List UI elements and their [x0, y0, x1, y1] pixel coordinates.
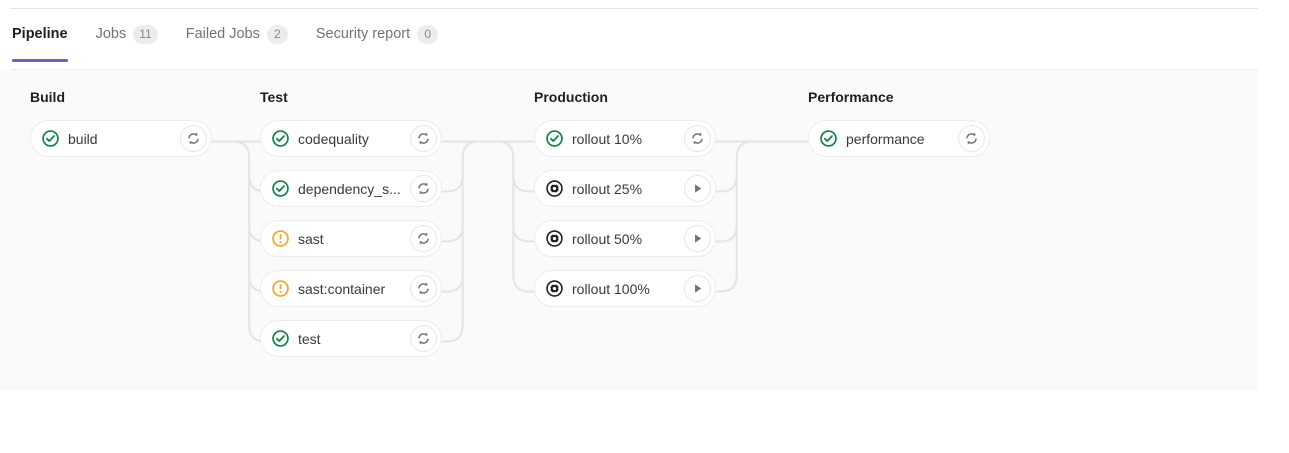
job-name: rollout 50% — [572, 230, 643, 247]
job-card[interactable]: codequality — [260, 120, 442, 157]
job-card[interactable]: build — [30, 120, 212, 157]
tab-label: Security report — [315, 26, 411, 42]
retry-icon — [418, 232, 429, 245]
job-card[interactable]: sast — [260, 220, 442, 257]
job-name: build — [68, 130, 98, 147]
stage-title: Performance — [808, 89, 894, 105]
job-name: test — [298, 330, 321, 347]
job-card[interactable]: performance — [808, 120, 990, 157]
job-card[interactable]: dependency_s... — [260, 170, 442, 207]
tab-badge-count: 11 — [133, 24, 158, 44]
status-success-icon — [546, 130, 563, 147]
status-success-icon — [272, 130, 289, 147]
job-card[interactable]: test — [260, 320, 442, 357]
tab-security-report[interactable]: Security report 0 — [302, 22, 452, 60]
retry-icon — [966, 132, 977, 145]
stage-build: Build build — [30, 88, 310, 157]
pipeline-graph-panel: Build build Test codequality dependency_s...… — [0, 70, 1258, 390]
job-play-button[interactable] — [684, 275, 711, 302]
job-name: rollout 10% — [572, 130, 643, 147]
top-divider — [10, 8, 1258, 9]
tab-label: Jobs — [95, 26, 127, 42]
play-icon — [695, 234, 702, 243]
job-play-button[interactable] — [684, 225, 711, 252]
retry-icon — [418, 182, 429, 195]
job-name: performance — [846, 130, 925, 147]
stage-performance: Performance performance — [808, 88, 1088, 157]
status-manual-icon — [546, 280, 563, 297]
retry-icon — [418, 132, 429, 145]
retry-icon — [188, 132, 199, 145]
play-icon — [695, 284, 702, 293]
job-name: sast — [298, 230, 324, 247]
pipeline-graph: Build build Test codequality dependency_s...… — [0, 70, 1258, 390]
tab-label: Pipeline — [12, 26, 68, 42]
tab-label: Failed Jobs — [185, 26, 260, 42]
job-name: codequality — [298, 130, 369, 147]
job-name: rollout 100% — [572, 280, 650, 297]
retry-icon — [418, 332, 429, 345]
pipeline-tabbar: Pipeline Jobs 11 Failed Jobs 2 Security repor… — [0, 22, 1258, 70]
stage-title: Production — [534, 89, 608, 105]
job-play-button[interactable] — [684, 175, 711, 202]
stage-title: Test — [260, 89, 288, 105]
tab-failed-jobs[interactable]: Failed Jobs 2 — [172, 22, 302, 60]
tab-badge-count: 0 — [417, 24, 439, 44]
retry-icon — [418, 282, 429, 295]
status-success-icon — [820, 130, 837, 147]
job-retry-button[interactable] — [180, 125, 207, 152]
job-card[interactable]: rollout 25% — [534, 170, 716, 207]
status-warning-icon — [272, 280, 289, 297]
status-manual-icon — [546, 230, 563, 247]
tabbar-divider — [12, 69, 1258, 70]
job-retry-button[interactable] — [410, 325, 437, 352]
status-warning-icon — [272, 230, 289, 247]
stage-job-list: performance — [808, 120, 1088, 157]
job-name: sast:container — [298, 280, 386, 297]
stage-job-list: rollout 10% rollout 25% rollout 50% rollout… — [534, 120, 814, 307]
job-card[interactable]: rollout 50% — [534, 220, 716, 257]
status-success-icon — [42, 130, 59, 147]
stage-job-list: codequality dependency_s...sast sast:conta… — [260, 120, 540, 357]
status-success-icon — [272, 330, 289, 347]
stage-job-list: build — [30, 120, 310, 157]
retry-icon — [692, 132, 703, 145]
job-card[interactable]: rollout 10% — [534, 120, 716, 157]
status-manual-icon — [546, 180, 563, 197]
job-retry-button[interactable] — [684, 125, 711, 152]
status-success-icon — [272, 180, 289, 197]
stage-title: Build — [30, 89, 65, 105]
job-retry-button[interactable] — [410, 175, 437, 202]
stage-test: Test codequality dependency_s...sast sast:c… — [260, 88, 540, 357]
play-icon — [695, 184, 702, 193]
job-retry-button[interactable] — [958, 125, 985, 152]
tab-pipeline[interactable]: Pipeline — [12, 22, 82, 62]
tab-jobs[interactable]: Jobs 11 — [82, 22, 172, 60]
tab-badge-count: 2 — [266, 24, 288, 44]
job-card[interactable]: rollout 100% — [534, 270, 716, 307]
job-retry-button[interactable] — [410, 225, 437, 252]
job-name: rollout 25% — [572, 180, 643, 197]
job-name: dependency_s... — [298, 180, 401, 197]
job-retry-button[interactable] — [410, 125, 437, 152]
job-retry-button[interactable] — [410, 275, 437, 302]
job-card[interactable]: sast:container — [260, 270, 442, 307]
